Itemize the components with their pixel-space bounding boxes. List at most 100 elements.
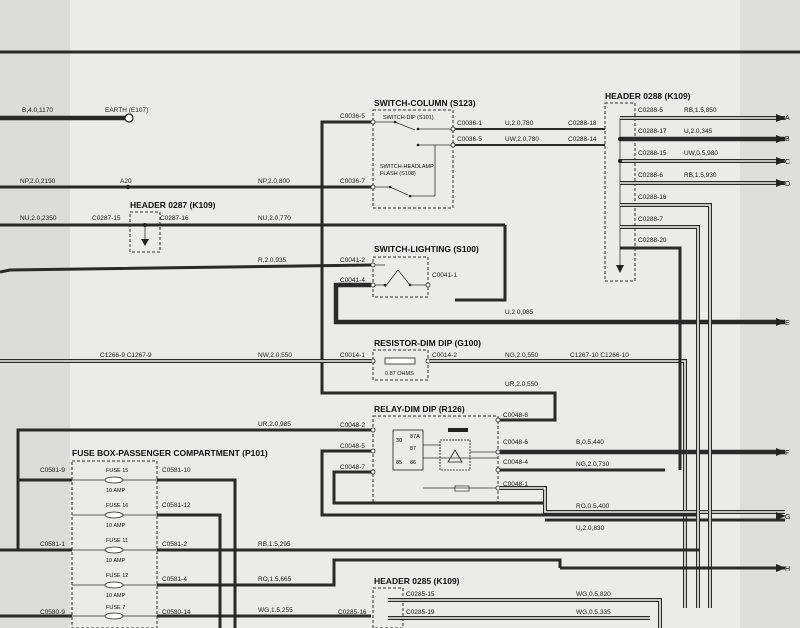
conn-c0048-4: C0048-4 xyxy=(503,459,528,466)
relay-pin-87a: 87A xyxy=(410,434,420,440)
conn-c0036-5: C0036-5 xyxy=(340,113,365,120)
conn-c0048-1: C0048-1 xyxy=(503,481,528,488)
dest-c-label: C xyxy=(785,159,790,166)
wire-u-985 xyxy=(333,282,785,325)
fuse-11-name: FUSE 11 xyxy=(106,538,128,544)
dest-b: B xyxy=(776,135,790,143)
fuse-11: FUSE 11 10 AMP xyxy=(72,538,157,564)
conn-c0048-7: C0048-7 xyxy=(340,464,365,471)
wire-ro-665-label: RO,1.5,665 xyxy=(258,576,292,583)
wire-rb-850-label: RB,1.5,850 xyxy=(684,107,717,114)
pin-c0036-1 xyxy=(450,126,456,132)
conn-c0036-5b: C0036-5 xyxy=(457,136,482,143)
conn-c0041-1: C0041-1 xyxy=(432,272,457,279)
fuse-box-title: FUSE BOX-PASSENGER COMPARTMENT (P101) xyxy=(72,448,268,458)
fuse-16-name: FUSE 16 xyxy=(106,503,128,509)
relay-pin-87: 87 xyxy=(410,446,416,452)
switch-dip-contacts xyxy=(373,120,453,147)
conn-c0581-1: C0581-1 xyxy=(40,541,65,548)
wire-rb-295-label: RB,1.5,295 xyxy=(258,541,291,548)
earth-terminal xyxy=(124,113,134,123)
conn-c0288-16: C0288-16 xyxy=(638,194,667,201)
wire-wg-335-label: WG,0.5,335 xyxy=(576,609,611,616)
wire-b-440-label: B,0.5,440 xyxy=(576,439,604,446)
conn-c0285-15: C0285-15 xyxy=(406,591,435,598)
conn-c0288-15: C0288-15 xyxy=(638,150,667,157)
header-0285-title: HEADER 0285 (K109) xyxy=(374,576,460,586)
fuse-12-rating: 10 AMP xyxy=(106,593,126,599)
fuse-15-rating: 10 AMP xyxy=(106,488,126,494)
fuse-15-name: FUSE 15 xyxy=(106,468,128,474)
pin-c0041-1 xyxy=(425,282,431,288)
fuse-15: FUSE 15 10 AMP xyxy=(72,468,157,494)
fuse-12-name: FUSE 12 xyxy=(106,573,128,579)
dest-f-label: F xyxy=(785,450,789,457)
wire-r-935-label: R,2.0,935 xyxy=(258,257,287,264)
conn-c0285-19: C0285-19 xyxy=(406,609,435,616)
wire-r-935 xyxy=(0,263,372,274)
dest-h-label: H xyxy=(785,566,790,573)
conn-c1267-10-c1266-10: C1267-10 C1266-10 xyxy=(570,352,629,359)
conn-c0287-16: C0287-16 xyxy=(160,215,189,222)
wire-np-800-label: NP,2.0,800 xyxy=(258,178,290,185)
earth-label: EARTH (E107) xyxy=(105,107,148,114)
dest-c: C xyxy=(776,157,790,166)
fuse-box-outline xyxy=(71,460,158,628)
header-0288-drops xyxy=(618,137,712,608)
fuse-16: FUSE 16 10 AMP xyxy=(72,503,157,529)
pin-c0048-2 xyxy=(370,427,376,433)
switch-headlamp-label-2: FLASH (S108) xyxy=(380,171,416,177)
pin-c0036-5 xyxy=(370,119,376,125)
conn-c0285-16: C0285-16 xyxy=(338,609,367,616)
resistor-element xyxy=(384,357,416,365)
conn-c0048-5: C0048-5 xyxy=(340,443,365,450)
wire-ro-400-label: RO,0.5,400 xyxy=(576,503,610,510)
splice-a20-label: A20 xyxy=(120,178,132,185)
conn-c0288-18: C0288-18 xyxy=(568,120,597,127)
wire-ur-985-label: UR,2.0,985 xyxy=(258,421,291,428)
wire-ro-665 xyxy=(157,558,562,587)
relay-coil-network xyxy=(423,428,498,492)
conn-c0287-15: C0287-15 xyxy=(92,215,121,222)
wire-u-780-label: U,2.0,780 xyxy=(505,120,534,127)
switch-headlamp-label-1: SWITCH-HEADLAMP xyxy=(380,164,434,170)
wire-nu-770-label: NU,2.0,770 xyxy=(258,215,291,222)
pin-c0048-5 xyxy=(370,448,376,454)
header-0287-title: HEADER 0287 (K109) xyxy=(130,200,216,210)
relay-inner-box xyxy=(392,429,424,471)
wire-fuse15-out xyxy=(157,478,237,628)
dest-f: F xyxy=(776,448,789,457)
dest-d: D xyxy=(776,179,790,188)
header-0287-box xyxy=(129,211,161,253)
conn-c0288-14: C0288-14 xyxy=(568,136,597,143)
wire-ur-985 xyxy=(16,428,371,550)
relay-pin-86: 86 xyxy=(410,460,416,466)
resistor-value: 0.87 OHMS xyxy=(385,371,414,377)
conn-c0014-2: C0014-2 xyxy=(432,352,457,359)
header-0288-arrow xyxy=(616,265,624,273)
dest-d-label: D xyxy=(785,181,790,188)
wire-relay-loop xyxy=(320,449,700,517)
switch-lighting-box xyxy=(372,256,429,298)
conn-c0580-9: C0580-9 xyxy=(40,609,65,616)
wire-relay-loop-2 xyxy=(332,470,545,505)
header-0288-title: HEADER 0288 (K109) xyxy=(605,91,691,101)
dest-g-label: G xyxy=(785,514,790,521)
conn-c0581-4: C0581-4 xyxy=(162,576,187,583)
earth-wire-label: B,4.0,1170 xyxy=(22,107,53,114)
conn-c0288-6: C0288-6 xyxy=(638,172,663,179)
dest-e: E xyxy=(776,318,790,327)
pin-c0048-1 xyxy=(495,485,501,491)
pin-c0048-7 xyxy=(370,469,376,475)
conn-c0288-20: C0288-20 xyxy=(638,237,667,244)
dest-g: G xyxy=(776,512,790,521)
wire-column-feed xyxy=(320,120,557,422)
conn-c0036-1: C0036-1 xyxy=(457,120,482,127)
wire-u-345-label: U,2.0,345 xyxy=(684,128,713,135)
pin-c0041-2 xyxy=(370,262,376,268)
fuse-12: FUSE 12 10 AMP xyxy=(72,573,157,599)
wire-uw-980-label: UW,0.5,980 xyxy=(684,150,718,157)
pin-c0041-4 xyxy=(370,282,376,288)
fuse-11-rating: 10 AMP xyxy=(106,558,126,564)
